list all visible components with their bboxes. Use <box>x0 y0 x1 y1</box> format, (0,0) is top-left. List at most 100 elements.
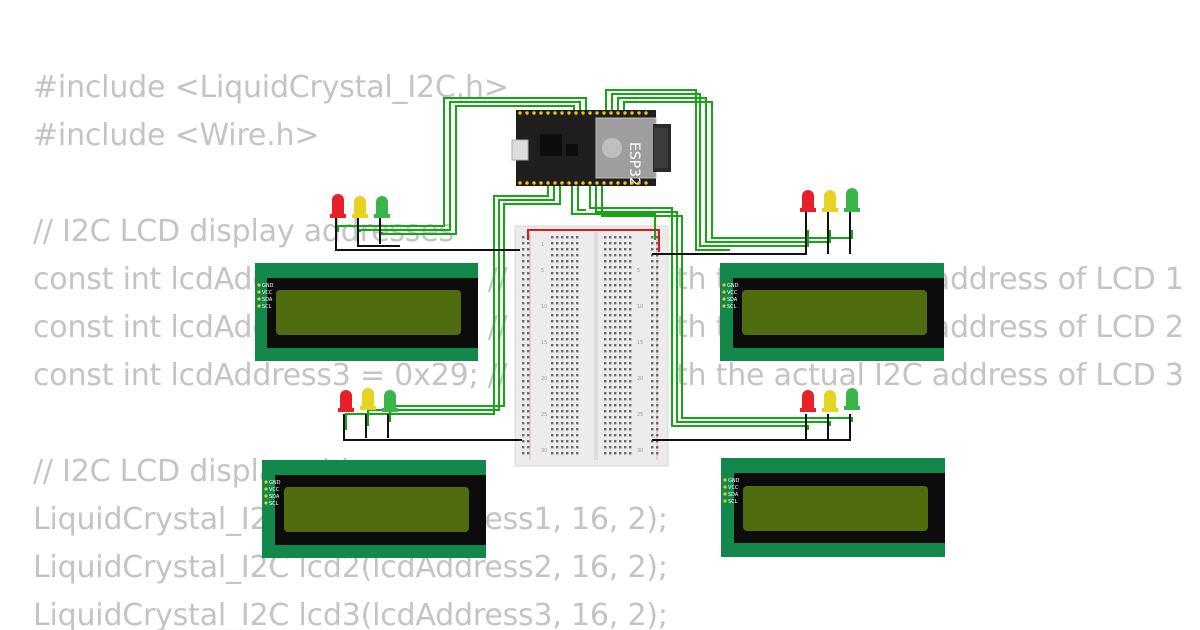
breadboard-hole <box>629 350 632 353</box>
breadboard-hole <box>576 332 579 335</box>
breadboard-hole <box>522 350 525 353</box>
breadboard-hole <box>624 260 627 263</box>
pin-vcc: VCC <box>262 290 273 296</box>
led-group-bottom-left[interactable] <box>338 388 398 412</box>
breadboard-hole <box>604 260 607 263</box>
breadboard-hole <box>527 380 530 383</box>
bb-number-25: 25 <box>541 412 547 418</box>
breadboard-hole <box>522 386 525 389</box>
breadboard-hole <box>614 278 617 281</box>
breadboard-hole <box>522 290 525 293</box>
breadboard-hole <box>651 452 654 455</box>
breadboard-hole <box>556 404 559 407</box>
breadboard-hole <box>561 242 564 245</box>
led-red[interactable] <box>800 190 816 212</box>
breadboard-hole <box>614 398 617 401</box>
led-red[interactable] <box>330 194 346 218</box>
breadboard-hole <box>571 326 574 329</box>
breadboard-hole <box>651 290 654 293</box>
breadboard-hole <box>566 398 569 401</box>
header-pin <box>588 111 592 115</box>
breadboard-hole <box>576 296 579 299</box>
header-pin <box>630 181 634 185</box>
header-pin <box>560 181 564 185</box>
breadboard-hole <box>566 272 569 275</box>
lcd-module-3[interactable]: GND VCC SDA SCL <box>262 460 486 558</box>
breadboard-hole <box>619 440 622 443</box>
breadboard-hole <box>614 302 617 305</box>
breadboard-hole <box>571 302 574 305</box>
led-red[interactable] <box>800 390 816 412</box>
breadboard-hole <box>614 368 617 371</box>
breadboard-hole <box>527 422 530 425</box>
breadboard-hole <box>522 356 525 359</box>
breadboard-hole <box>551 410 554 413</box>
breadboard-hole <box>556 428 559 431</box>
breadboard-hole <box>614 392 617 395</box>
breadboard-hole <box>619 428 622 431</box>
bb-number-15: 15 <box>541 340 547 346</box>
breadboard-hole <box>604 398 607 401</box>
pin-vcc: VCC <box>269 487 280 493</box>
breadboard-hole <box>561 428 564 431</box>
breadboard-hole <box>624 422 627 425</box>
pin-gnd: GND <box>269 480 281 486</box>
breadboard-hole <box>551 428 554 431</box>
breadboard-hole <box>561 380 564 383</box>
breadboard-hole <box>614 308 617 311</box>
led-group-bottom-right[interactable] <box>800 388 860 412</box>
led-green[interactable] <box>382 390 398 412</box>
header-pin <box>574 181 578 185</box>
breadboard-hole <box>629 368 632 371</box>
breadboard-hole <box>522 416 525 419</box>
breadboard-hole <box>576 326 579 329</box>
breadboard-hole <box>527 374 530 377</box>
breadboard-hole <box>609 248 612 251</box>
breadboard-hole <box>556 434 559 437</box>
led-green[interactable] <box>844 188 860 212</box>
breadboard-hole <box>566 380 569 383</box>
code-line-4: // I2C LCD display addresses <box>33 214 454 249</box>
led-yellow[interactable] <box>822 190 838 212</box>
lcd-module-2[interactable]: GND VCC SDA SCL <box>720 263 944 361</box>
breadboard-hole <box>629 404 632 407</box>
lcd-module-1[interactable]: GND VCC SDA SCL <box>255 263 478 361</box>
breadboard-hole <box>566 308 569 311</box>
breadboard-hole <box>609 344 612 347</box>
led-group-top-right[interactable] <box>800 188 860 212</box>
breadboard-hole <box>561 386 564 389</box>
breadboard-holes <box>522 236 659 455</box>
breadboard-hole <box>604 416 607 419</box>
led-green[interactable] <box>844 388 860 410</box>
breadboard-hole <box>624 428 627 431</box>
breadboard-hole <box>561 344 564 347</box>
pin-scl: SCL <box>727 304 737 310</box>
breadboard-hole <box>619 386 622 389</box>
led-group-top-left[interactable] <box>330 194 390 218</box>
breadboard-hole <box>571 332 574 335</box>
chip <box>540 134 562 156</box>
lcd-module-4[interactable]: GND VCC SDA SCL <box>721 458 945 557</box>
led-red[interactable] <box>338 390 354 412</box>
breadboard-hole <box>566 452 569 455</box>
breadboard-hole <box>651 368 654 371</box>
breadboard-hole <box>609 416 612 419</box>
breadboard-hole <box>527 314 530 317</box>
breadboard[interactable]: 1 5 10 15 20 25 30 5 10 15 20 25 30 <box>514 225 669 467</box>
led-green[interactable] <box>374 196 390 218</box>
breadboard-hole <box>656 260 659 263</box>
esp32-board[interactable]: ESP32 <box>511 110 671 186</box>
breadboard-hole <box>551 296 554 299</box>
breadboard-hole <box>656 278 659 281</box>
breadboard-hole <box>566 368 569 371</box>
breadboard-hole <box>576 314 579 317</box>
breadboard-hole <box>656 416 659 419</box>
led-yellow[interactable] <box>822 390 838 412</box>
breadboard-hole <box>571 248 574 251</box>
led-yellow[interactable] <box>352 196 368 218</box>
breadboard-hole <box>571 266 574 269</box>
led-yellow[interactable] <box>360 388 376 410</box>
breadboard-hole <box>619 344 622 347</box>
breadboard-hole <box>629 338 632 341</box>
breadboard-hole <box>566 266 569 269</box>
